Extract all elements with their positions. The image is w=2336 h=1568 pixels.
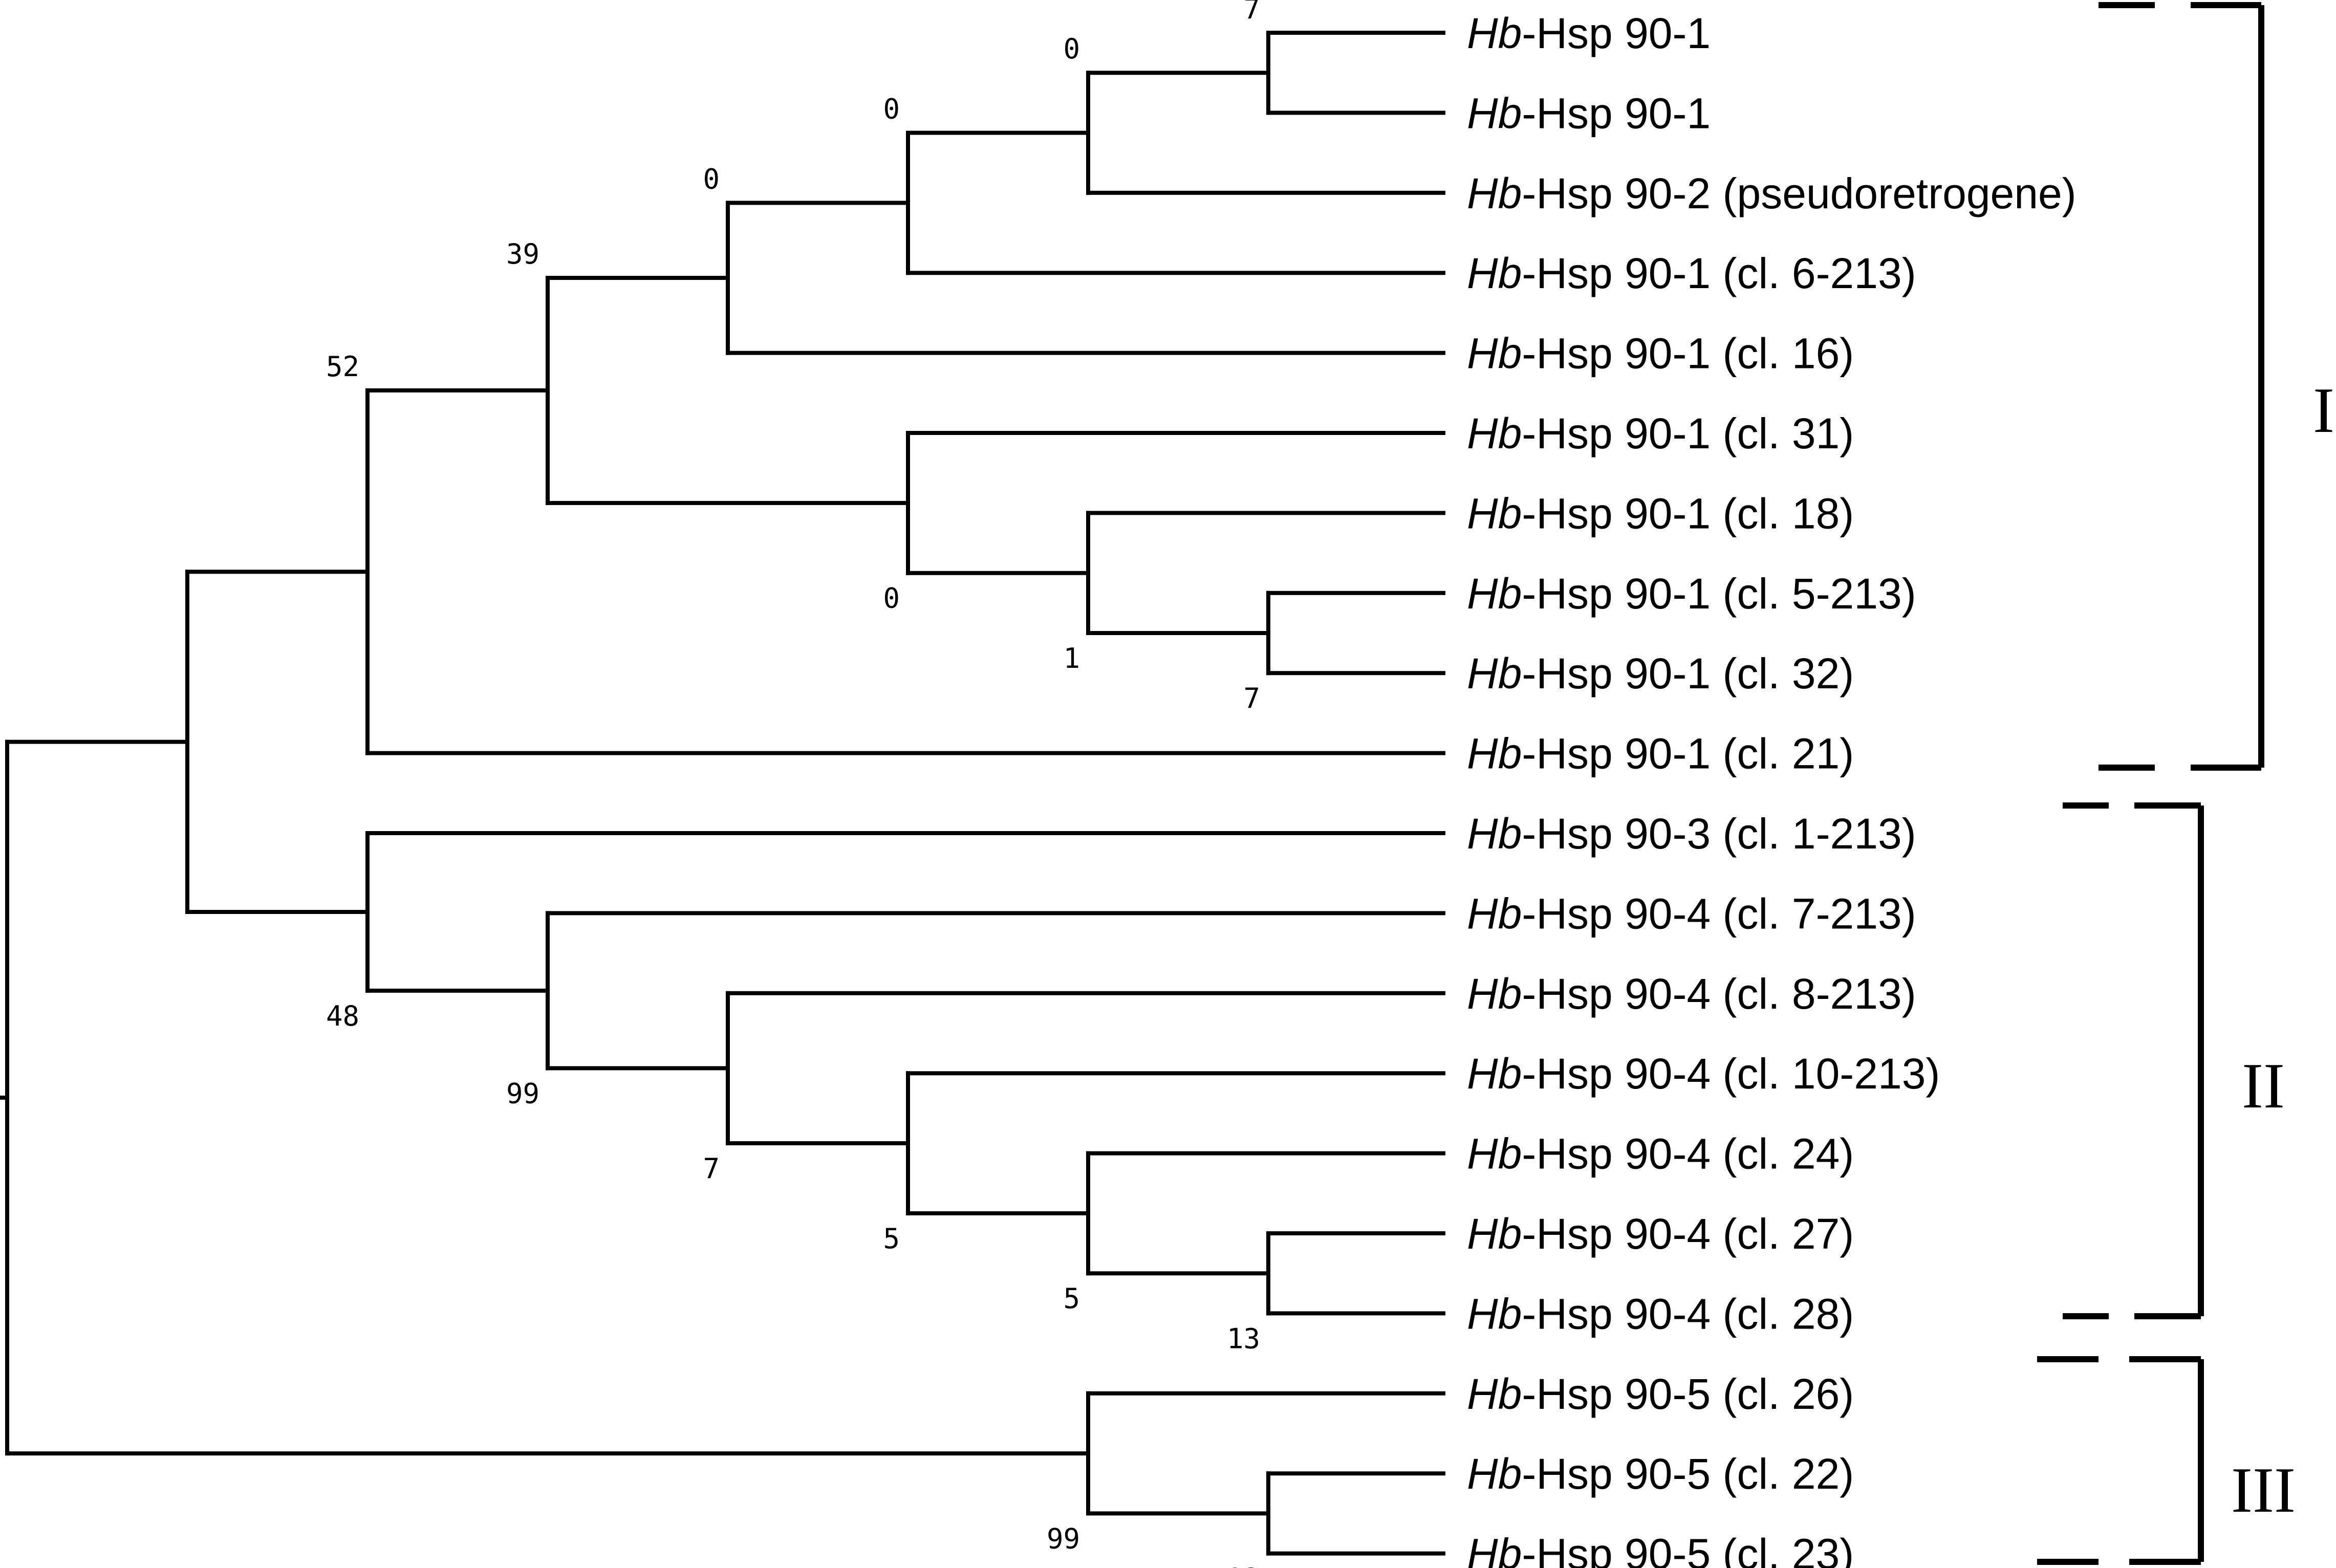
leaf-name: -Hsp 90-5 (cl. 23): [1522, 1530, 1854, 1568]
leaf-name: -Hsp 90-4 (cl. 10-213): [1522, 1050, 1940, 1098]
leaf-name: -Hsp 90-2 (pseudoretrogene): [1522, 169, 2076, 217]
leaf-label: Hb-Hsp 90-1 (cl. 31): [1467, 409, 1854, 458]
leaf-label: Hb-Hsp 90-4 (cl. 27): [1467, 1210, 1854, 1258]
bootstrap-value: 1: [1063, 642, 1080, 674]
leaf-name: -Hsp 90-1 (cl. 6-213): [1522, 249, 1916, 297]
leaf-label: Hb-Hsp 90-1: [1467, 9, 1711, 57]
leaf-label: Hb-Hsp 90-1 (cl. 32): [1467, 649, 1854, 698]
leaf-species: Hb: [1467, 169, 1522, 217]
tree-branches: [0, 31, 1445, 1556]
leaf-label: Hb-Hsp 90-1 (cl. 16): [1467, 330, 1854, 378]
bootstrap-value: 0: [883, 93, 900, 125]
clade-label: I: [2313, 375, 2334, 446]
leaf-label: Hb-Hsp 90-1 (cl. 6-213): [1467, 249, 1916, 297]
leaf-label: Hb-Hsp 90-5 (cl. 23): [1467, 1530, 1854, 1568]
bootstrap-value: 99: [1047, 1522, 1080, 1555]
leaf-name: -Hsp 90-4 (cl. 8-213): [1522, 970, 1916, 1018]
leaf-species: Hb: [1467, 489, 1522, 537]
leaf-label: Hb-Hsp 90-4 (cl. 28): [1467, 1290, 1854, 1338]
leaf-label: Hb-Hsp 90-1 (cl. 18): [1467, 489, 1854, 537]
bootstrap-labels: 7 0 0 0 7 1 0 39 52 13 5 5 7 99 48 92 99: [326, 0, 1260, 1568]
leaf-name: -Hsp 90-1 (cl. 21): [1522, 730, 1854, 778]
bootstrap-value: 5: [883, 1223, 900, 1255]
leaf-species: Hb: [1467, 1530, 1522, 1568]
leaf-name: -Hsp 90-3 (cl. 1-213): [1522, 810, 1916, 858]
bootstrap-value: 7: [1243, 682, 1260, 714]
leaf-species: Hb: [1467, 1210, 1522, 1258]
leaf-label: Hb-Hsp 90-3 (cl. 1-213): [1467, 810, 1916, 858]
leaf-species: Hb: [1467, 970, 1522, 1018]
leaf-name: -Hsp 90-5 (cl. 22): [1522, 1450, 1854, 1498]
leaf-species: Hb: [1467, 330, 1522, 378]
bootstrap-value: 13: [1227, 1322, 1260, 1355]
leaf-name: -Hsp 90-4 (cl. 27): [1522, 1210, 1854, 1258]
leaf-label: Hb-Hsp 90-1: [1467, 89, 1711, 137]
bootstrap-value: 92: [1227, 1563, 1260, 1568]
leaf-name: -Hsp 90-4 (cl. 7-213): [1522, 889, 1916, 938]
clade-label: II: [2242, 1051, 2285, 1122]
leaf-name: -Hsp 90-4 (cl. 24): [1522, 1130, 1854, 1178]
leaf-species: Hb: [1467, 1370, 1522, 1418]
leaf-label: Hb-Hsp 90-4 (cl. 7-213): [1467, 889, 1916, 938]
leaf-name: -Hsp 90-1 (cl. 18): [1522, 489, 1854, 537]
bootstrap-value: 7: [703, 1152, 720, 1185]
leaf-label: Hb-Hsp 90-4 (cl. 24): [1467, 1130, 1854, 1178]
bootstrap-value: 48: [326, 1000, 359, 1032]
leaf-name: -Hsp 90-5 (cl. 26): [1522, 1370, 1854, 1418]
leaf-species: Hb: [1467, 89, 1522, 137]
leaf-label: Hb-Hsp 90-4 (cl. 8-213): [1467, 970, 1916, 1018]
leaf-labels: Hb-Hsp 90-1Hb-Hsp 90-1Hb-Hsp 90-2 (pseud…: [1467, 9, 2077, 1568]
bootstrap-value: 5: [1063, 1282, 1080, 1315]
leaf-label: Hb-Hsp 90-1 (cl. 21): [1467, 730, 1854, 778]
leaf-species: Hb: [1467, 1130, 1522, 1178]
leaf-species: Hb: [1467, 1290, 1522, 1338]
leaf-species: Hb: [1467, 9, 1522, 57]
leaf-label: Hb-Hsp 90-5 (cl. 22): [1467, 1450, 1854, 1498]
leaf-name: -Hsp 90-1: [1522, 9, 1711, 57]
leaf-name: -Hsp 90-1 (cl. 32): [1522, 649, 1854, 698]
bootstrap-value: 0: [883, 582, 900, 615]
bootstrap-value: 0: [1063, 33, 1080, 65]
leaf-species: Hb: [1467, 649, 1522, 698]
bootstrap-value: 7: [1243, 0, 1260, 25]
leaf-species: Hb: [1467, 249, 1522, 297]
leaf-species: Hb: [1467, 810, 1522, 858]
clade-label: III: [2231, 1455, 2296, 1526]
bootstrap-value: 52: [326, 351, 359, 383]
leaf-species: Hb: [1467, 889, 1522, 938]
bootstrap-value: 99: [506, 1077, 539, 1109]
bootstrap-value: 39: [506, 238, 539, 270]
leaf-name: -Hsp 90-1: [1522, 89, 1711, 137]
leaf-name: -Hsp 90-1 (cl. 16): [1522, 330, 1854, 378]
leaf-label: Hb-Hsp 90-5 (cl. 26): [1467, 1370, 1854, 1418]
leaf-species: Hb: [1467, 1050, 1522, 1098]
bootstrap-value: 0: [703, 163, 720, 195]
leaf-label: Hb-Hsp 90-2 (pseudoretrogene): [1467, 169, 2077, 217]
leaf-species: Hb: [1467, 1450, 1522, 1498]
leaf-species: Hb: [1467, 570, 1522, 618]
leaf-name: -Hsp 90-1 (cl. 5-213): [1522, 570, 1916, 618]
leaf-species: Hb: [1467, 730, 1522, 778]
leaf-label: Hb-Hsp 90-1 (cl. 5-213): [1467, 570, 1916, 618]
leaf-name: -Hsp 90-1 (cl. 31): [1522, 409, 1854, 458]
leaf-species: Hb: [1467, 409, 1522, 458]
leaf-label: Hb-Hsp 90-4 (cl. 10-213): [1467, 1050, 1940, 1098]
leaf-name: -Hsp 90-4 (cl. 28): [1522, 1290, 1854, 1338]
